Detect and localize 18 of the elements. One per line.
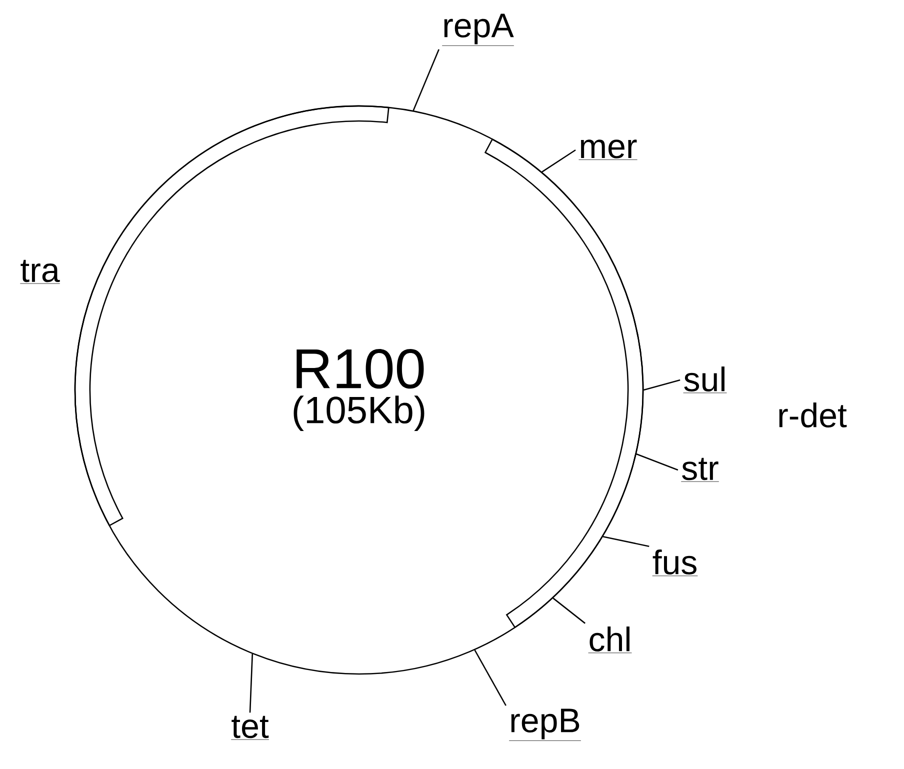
leader-line — [412, 49, 440, 111]
leader-line — [552, 598, 586, 624]
leader-line — [636, 453, 678, 471]
leader-line — [542, 149, 576, 172]
region-label: r-det — [779, 402, 847, 428]
gene-label: sul — [683, 366, 727, 394]
gene-label: str — [680, 458, 720, 482]
leader-line — [249, 654, 254, 713]
gene-label: mer — [578, 140, 638, 160]
leader-line — [643, 379, 680, 391]
leader-line — [474, 650, 506, 706]
gene-label: fus — [652, 550, 698, 576]
gene-label: repA — [442, 14, 514, 46]
leader-line — [602, 536, 650, 547]
gene-label: repB — [508, 708, 582, 741]
gene-label: tet — [230, 716, 270, 740]
gene-label: chl — [588, 626, 632, 654]
gene-label: tra — [20, 260, 60, 284]
